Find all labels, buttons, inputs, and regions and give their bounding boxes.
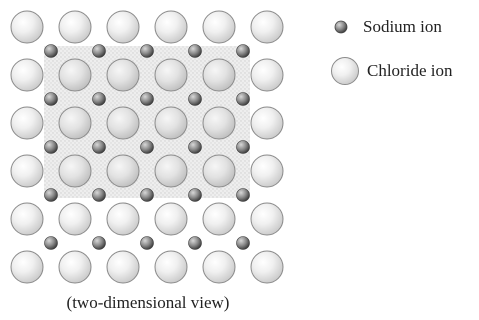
chloride-ion-swatch-icon [331,57,359,85]
chloride-ion [58,106,92,140]
sodium-ion-layer [44,44,250,250]
sodium-ion [140,44,154,58]
chloride-ion [10,106,44,140]
chloride-ion-layer [10,10,284,284]
chloride-ion [154,250,188,284]
legend-item-chloride: Chloride ion [330,56,452,86]
chloride-ion [10,250,44,284]
sodium-ion [140,140,154,154]
chloride-ion-label: Chloride ion [367,61,453,80]
chloride-ion [154,10,188,44]
chloride-ion [106,154,140,188]
sodium-ion [236,188,250,202]
sodium-ion [140,92,154,106]
chloride-ion [106,58,140,92]
chloride-ion [106,106,140,140]
chloride-ion [58,250,92,284]
chloride-ion [202,250,236,284]
chloride-ion [250,106,284,140]
chloride-ion [106,10,140,44]
sodium-ion-swatch-icon [334,20,348,34]
sodium-ion [236,236,250,250]
chloride-ion [58,10,92,44]
sodium-ion [92,92,106,106]
chloride-ion [58,154,92,188]
sodium-ion [44,188,58,202]
sodium-ion [188,236,202,250]
sodium-ion [44,44,58,58]
sodium-ion [92,140,106,154]
chloride-ion [154,58,188,92]
sodium-ion [44,236,58,250]
sodium-ion [92,44,106,58]
figure-caption: (two-dimensional view) [66,293,230,312]
sodium-ion [236,92,250,106]
chloride-ion [58,202,92,236]
chloride-ion [10,58,44,92]
legend-item-sodium: Sodium ion [334,17,442,37]
chloride-ion [250,250,284,284]
chloride-ion [250,154,284,188]
chloride-ion [202,106,236,140]
chloride-ion [10,202,44,236]
chloride-ion [10,10,44,44]
chloride-ion [250,58,284,92]
sodium-ion [140,236,154,250]
chloride-ion [58,58,92,92]
nacl-lattice-diagram [10,10,284,284]
sodium-ion [188,92,202,106]
sodium-ion [92,236,106,250]
sodium-ion [92,188,106,202]
chloride-ion [106,250,140,284]
chloride-ion [250,202,284,236]
sodium-ion [188,140,202,154]
chloride-ion [202,58,236,92]
sodium-ion-label: Sodium ion [363,17,442,36]
chloride-ion [202,202,236,236]
sodium-ion [44,140,58,154]
sodium-ion [188,44,202,58]
sodium-ion [236,140,250,154]
chloride-ion [250,10,284,44]
chloride-ion [154,106,188,140]
chloride-ion [10,154,44,188]
sodium-ion [188,188,202,202]
chloride-ion [154,202,188,236]
chloride-ion [202,154,236,188]
sodium-ion [44,92,58,106]
chloride-ion [106,202,140,236]
chloride-ion [202,10,236,44]
chloride-ion [154,154,188,188]
sodium-ion [140,188,154,202]
sodium-ion [236,44,250,58]
